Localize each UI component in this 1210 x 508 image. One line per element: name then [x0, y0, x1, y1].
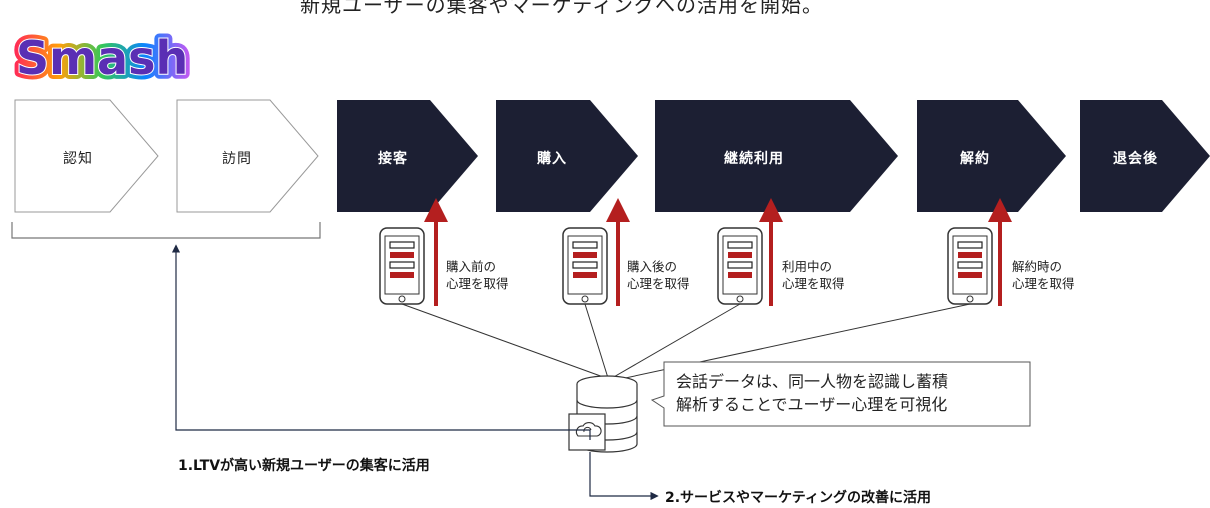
phone-caption-4: 解約時の 心理を取得 [1012, 259, 1075, 291]
callout-text: 会話データは、同一人物を認識し蓄積 解析することでユーザー心理を可視化 [676, 372, 949, 414]
svg-text:Smash: Smash [16, 31, 188, 85]
stage-label-5: 継続利用 [724, 151, 784, 167]
database-icon [568, 375, 638, 453]
phone-3 [717, 227, 763, 305]
stage-shape-6 [917, 100, 1066, 212]
stage-label-7: 退会後 [1113, 151, 1158, 167]
stage-label-3: 接客 [378, 151, 408, 167]
stage-shape-7 [1080, 100, 1210, 212]
stage-shape-1 [14, 99, 159, 213]
phone-caption-3: 利用中の 心理を取得 [782, 259, 845, 291]
stage-shape-2 [176, 99, 319, 213]
phone-caption-1: 購入前の 心理を取得 [446, 259, 509, 291]
stage-label-6: 解約 [960, 151, 990, 167]
smash-logo: Smash Smash [11, 26, 193, 86]
connector-2 [584, 303, 609, 379]
connector-3 [611, 303, 741, 379]
header-title: 新規ユーザーの集客やマーケティングへの活用を開始。 [300, 0, 823, 17]
stage-label-4: 購入 [537, 151, 567, 167]
outcome-label-2: 2.サービスやマーケティングの改善に活用 [665, 490, 931, 506]
phone-2 [562, 227, 608, 305]
outcome-arrow-2 [589, 452, 659, 501]
stage-label-2: 訪問 [222, 151, 252, 167]
phone-4 [947, 227, 993, 305]
connector-1 [401, 303, 607, 379]
stage-shape-3 [337, 100, 478, 212]
stage-label-1: 認知 [63, 151, 93, 167]
stage-shape-5 [655, 100, 898, 212]
stage-shape-4 [496, 100, 638, 212]
callout-box [650, 361, 1031, 427]
svg-text:Smash: Smash [16, 31, 188, 85]
phone-1 [379, 227, 425, 305]
outcome-label-1: 1.LTVが高い新規ユーザーの集客に活用 [178, 458, 430, 474]
bracket [11, 222, 321, 239]
outcome-arrow-1 [171, 244, 591, 440]
phone-caption-2: 購入後の 心理を取得 [627, 259, 690, 291]
